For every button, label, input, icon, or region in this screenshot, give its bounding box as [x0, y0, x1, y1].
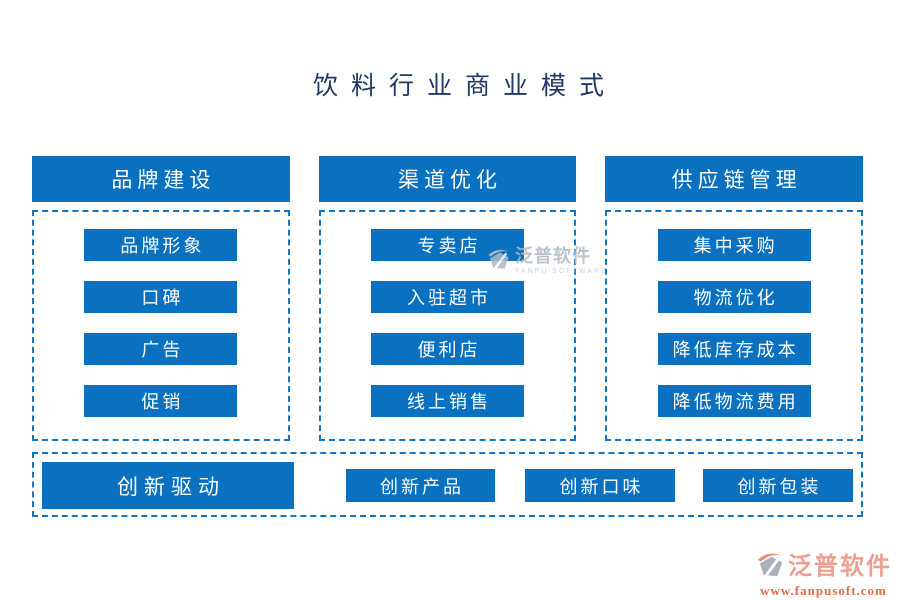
column-body: 专卖店 入驻超市 便利店 线上销售	[318, 210, 577, 441]
watermark-brand-text: 泛普软件	[515, 246, 591, 266]
column-header: 供应链管理	[605, 156, 864, 202]
diagram-node: 物流优化	[657, 281, 811, 313]
diagram-node: 广告	[84, 333, 238, 365]
diagram-node: 口碑	[84, 281, 238, 313]
fanpu-logo-icon	[755, 549, 786, 585]
watermark-brand-text: 泛普软件	[788, 553, 892, 580]
columns-row: 品牌建设 品牌形象 口碑 广告 促销 渠道优化 专卖店 入驻超市 便利店 线上销…	[32, 156, 864, 441]
watermark-center: 泛普软件 FANPU SOFTWARE	[486, 246, 608, 277]
innovation-band: 创新驱动 创新产品 创新口味 创新包装	[32, 452, 863, 517]
column-body: 品牌形象 口碑 广告 促销	[32, 210, 290, 441]
diagram-node: 创新口味	[525, 469, 675, 502]
diagram-node: 入驻超市	[371, 281, 524, 313]
diagram-node: 创新产品	[346, 469, 495, 502]
diagram-node: 线上销售	[371, 385, 524, 417]
diagram-node-driver: 创新驱动	[42, 462, 294, 509]
column-header: 渠道优化	[318, 156, 577, 202]
fanpu-logo-icon	[486, 246, 512, 277]
page-title: 饮料行业商业模式	[312, 73, 617, 100]
diagram-node: 降低库存成本	[657, 333, 811, 365]
diagram-node: 便利店	[371, 333, 524, 365]
diagram-node: 集中采购	[657, 229, 811, 261]
column-brand-building: 品牌建设 品牌形象 口碑 广告 促销	[32, 156, 290, 441]
diagram-node: 促销	[84, 385, 238, 417]
diagram-node: 降低物流费用	[657, 385, 811, 417]
column-body: 集中采购 物流优化 降低库存成本 降低物流费用	[605, 210, 864, 441]
watermark-caption-text: FANPU SOFTWARE	[515, 267, 608, 275]
diagram-node: 创新包装	[703, 469, 853, 502]
diagram-node: 品牌形象	[84, 229, 238, 261]
column-supply-chain: 供应链管理 集中采购 物流优化 降低库存成本 降低物流费用	[605, 156, 864, 441]
watermark-url-text: www.fanpusoft.com	[760, 583, 887, 598]
column-header: 品牌建设	[32, 156, 290, 202]
watermark-footer: 泛普软件 www.fanpusoft.com	[755, 549, 892, 599]
column-channel-optimization: 渠道优化 专卖店 入驻超市 便利店 线上销售	[318, 156, 577, 441]
diagram-node: 专卖店	[371, 229, 524, 261]
